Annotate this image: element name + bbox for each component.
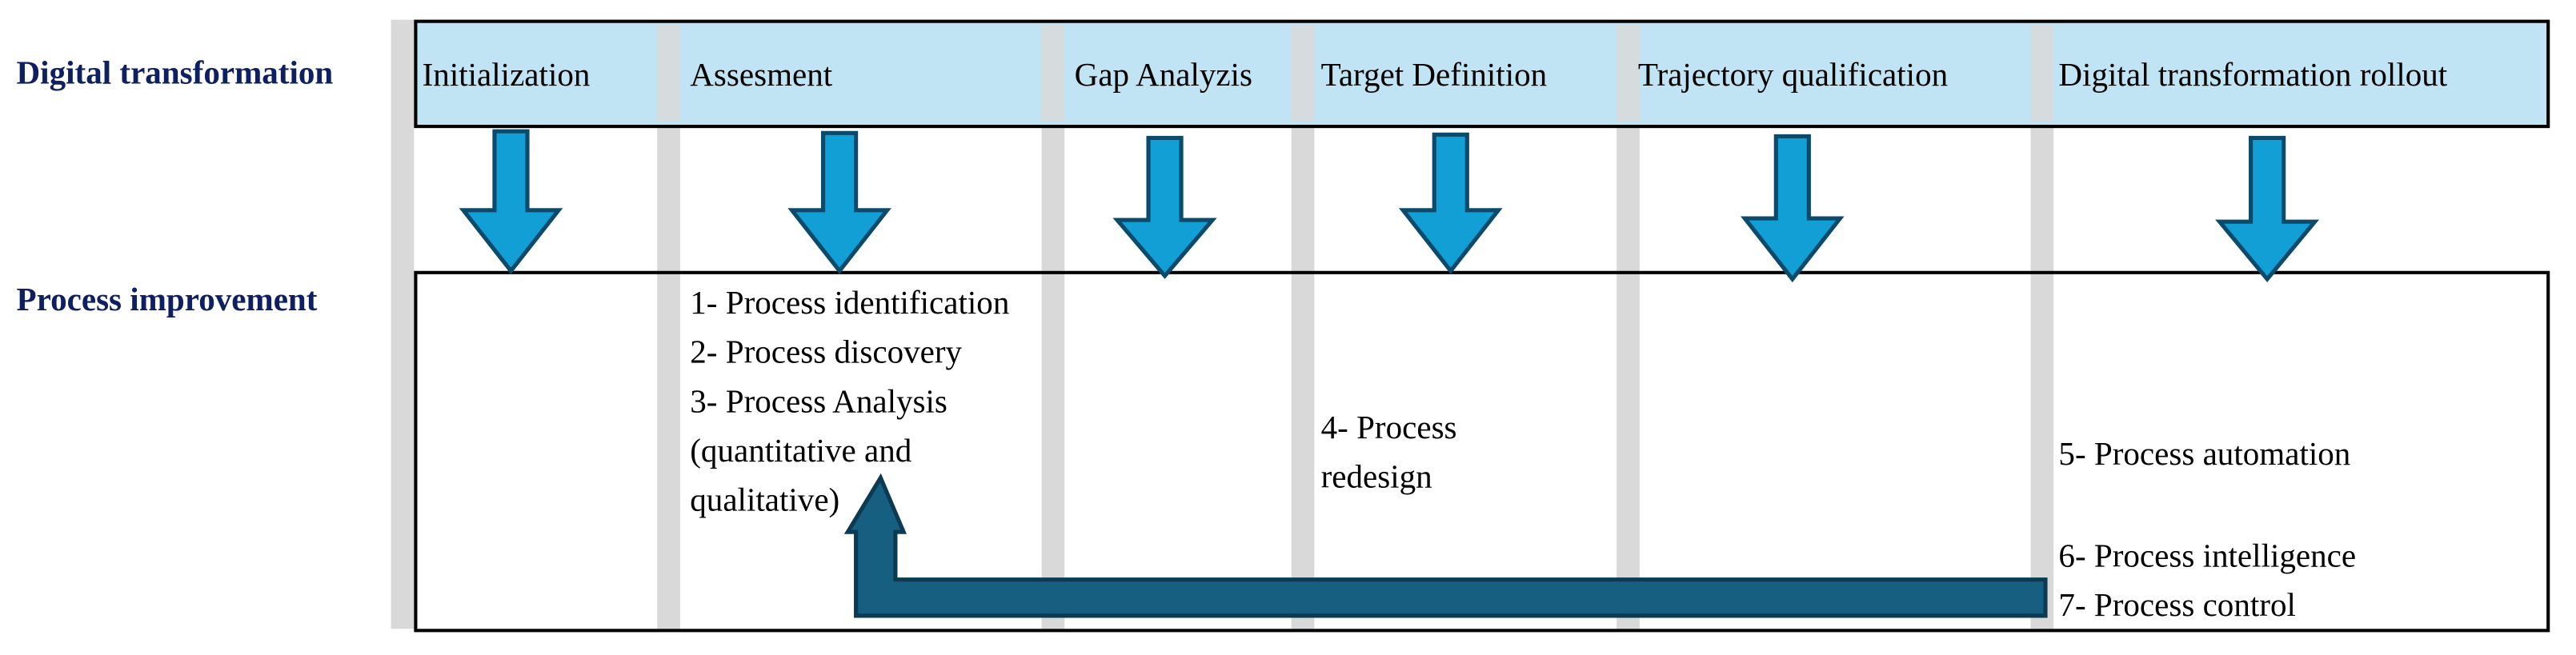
step-3-detail: (quantitative and	[690, 433, 912, 470]
column-divider	[2030, 24, 2054, 122]
down-arrow-icon	[1741, 134, 1845, 283]
phase-assessment: Assesment	[690, 57, 833, 94]
column-divider	[391, 19, 415, 629]
column-divider	[1041, 24, 1065, 122]
phase-gap-analysis: Gap Analyzis	[1074, 57, 1253, 94]
row-label-process-improvement: Process improvement	[16, 282, 318, 319]
down-arrow-icon	[1398, 132, 1503, 274]
step-3: 3- Process Analysis	[690, 384, 947, 421]
phase-header-bar	[414, 19, 2550, 129]
down-arrow-icon	[2215, 135, 2320, 283]
assessment-steps: 1- Process identification 2- Process dis…	[690, 279, 1009, 525]
phase-initialization: Initialization	[422, 57, 591, 94]
phase-rollout: Digital transformation rollout	[2058, 57, 2448, 94]
target-definition-steps: 4- Process redesign	[1321, 404, 1457, 502]
step-6: 6- Process intelligence	[2058, 538, 2357, 575]
column-divider	[1291, 24, 1315, 122]
step-2: 2- Process discovery	[690, 334, 963, 371]
down-arrow-icon	[1112, 135, 1217, 279]
process-improvement-box	[414, 270, 2550, 633]
phase-target-definition: Target Definition	[1320, 57, 1548, 94]
column-divider	[1617, 24, 1640, 122]
phase-trajectory-qualification: Trajectory qualification	[1637, 57, 1949, 94]
column-divider	[657, 24, 680, 122]
step-5: 5- Process automation	[2058, 437, 2351, 473]
step-4-detail: redesign	[1320, 459, 1432, 497]
feedback-arrow-icon	[843, 473, 2048, 618]
down-arrow-icon	[459, 129, 563, 274]
step-3-detail: qualitative)	[690, 482, 840, 519]
step-4: 4- Process	[1320, 410, 1457, 447]
down-arrow-icon	[787, 130, 891, 274]
step-1: 1- Process identification	[690, 286, 1010, 322]
rollout-steps: 6- Process intelligence 7- Process contr…	[2058, 532, 2356, 630]
step-7: 7- Process control	[2058, 587, 2296, 625]
row-label-digital-transformation: Digital transformation	[16, 55, 334, 92]
